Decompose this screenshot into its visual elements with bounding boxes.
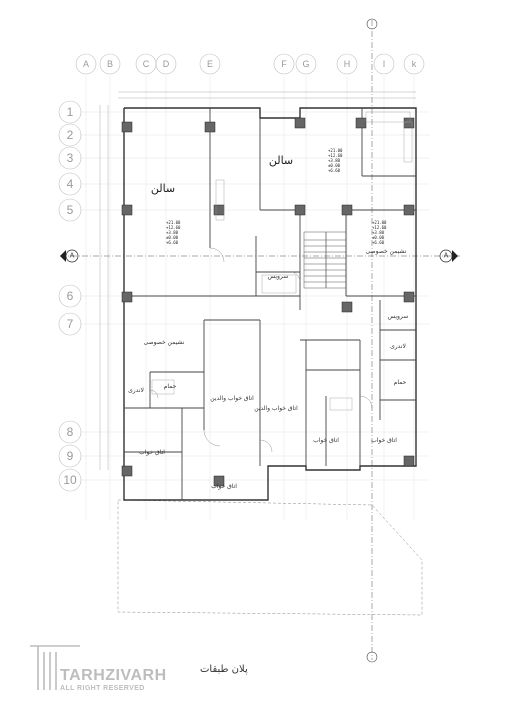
section-mark-bottom bbox=[366, 651, 378, 663]
drawing-title: پلان طبقات bbox=[200, 664, 248, 675]
level-rt-4: ±0.00 bbox=[328, 163, 341, 168]
level-r-3: +3.80 bbox=[372, 230, 385, 235]
room-label-bed-master-right: اتاق خواب والدین bbox=[254, 405, 298, 412]
grid-col-b: B bbox=[107, 59, 113, 69]
column-grid bbox=[75, 53, 425, 75]
level-left-1: +21.00 bbox=[166, 220, 181, 225]
room-label-hammam-left: حمام bbox=[164, 383, 177, 390]
grid-row-9: 9 bbox=[67, 449, 74, 463]
room-label-bed-right-1: اتاق خواب bbox=[313, 437, 339, 444]
room-label-bed-left-1: اتاق خواب bbox=[139, 449, 165, 456]
grid-col-h: H bbox=[344, 59, 351, 69]
grid-col-g: G bbox=[302, 59, 309, 69]
level-marker-left: +21.00 +12.60 +3.80 ±0.00 +6.60 bbox=[166, 220, 181, 245]
logo-mark-icon bbox=[30, 645, 80, 690]
level-marker-right: +21.00 +12.60 +3.80 ±0.00 +6.60 bbox=[372, 220, 387, 245]
grid-row-5: 5 bbox=[67, 203, 74, 217]
grid-col-c: C bbox=[143, 59, 150, 69]
fixtures bbox=[151, 111, 413, 411]
level-rt-5: +6.60 bbox=[328, 168, 341, 173]
room-label-salon-right: سالن bbox=[269, 154, 293, 167]
room-labels: سالن سالن نشیمن خصوصی نشیمن خصوصی سرویس … bbox=[128, 154, 408, 490]
room-label-bed-left-2: اتاق خواب bbox=[211, 483, 237, 490]
level-left-5: +6.60 bbox=[166, 240, 179, 245]
section-mark-left: A bbox=[60, 249, 79, 263]
column-grid-labels: A B C D E F G H I k bbox=[83, 59, 417, 69]
grid-col-f: F bbox=[281, 59, 287, 69]
staircase bbox=[303, 231, 347, 289]
grid-col-a: A bbox=[83, 59, 89, 69]
level-r-2: +12.60 bbox=[372, 225, 387, 230]
room-label-bed-master-left: اتاق خواب والدین bbox=[210, 395, 254, 402]
room-label-salon-left: سالن bbox=[151, 182, 175, 195]
level-left-2: +12.60 bbox=[166, 225, 181, 230]
room-label-laundry-right: لاندری bbox=[390, 343, 406, 350]
grid-col-d: D bbox=[163, 59, 170, 69]
level-rt-2: +12.60 bbox=[328, 153, 343, 158]
section-mark-top bbox=[366, 18, 378, 30]
room-label-service-right: سرویس bbox=[388, 313, 409, 320]
watermark-rights: ALL RIGHT RESERVED bbox=[60, 685, 145, 692]
door-swings bbox=[149, 247, 373, 453]
grid-col-e: E bbox=[207, 59, 213, 69]
dimension-lines bbox=[99, 91, 416, 470]
section-label-left: A bbox=[70, 253, 75, 260]
room-label-service-center: سرویس bbox=[268, 273, 289, 280]
grid-row-1: 1 bbox=[67, 105, 74, 119]
room-label-nishiman-right: نشیمن خصوصی bbox=[366, 248, 407, 255]
watermark-logo: TARHZIVARH ALL RIGHT RESERVED bbox=[30, 645, 167, 692]
level-rt-3: +3.80 bbox=[328, 158, 341, 163]
section-label-right: A bbox=[444, 253, 449, 260]
level-rt-1: +21.00 bbox=[328, 148, 343, 153]
room-label-bed-right-2: اتاق خواب bbox=[371, 437, 397, 444]
room-label-laundry-left: لاندری bbox=[128, 387, 144, 394]
grid-row-7: 7 bbox=[67, 317, 74, 331]
structural-columns bbox=[121, 117, 415, 487]
room-label-nishiman-left: نشیمن خصوصی bbox=[144, 339, 185, 346]
level-r-4: ±0.00 bbox=[372, 235, 385, 240]
level-marker-right-top: +21.00 +12.60 +3.80 ±0.00 +6.60 bbox=[328, 148, 343, 173]
level-left-3: +3.80 bbox=[166, 230, 179, 235]
level-r-1: +21.00 bbox=[372, 220, 387, 225]
level-r-5: +6.60 bbox=[372, 240, 385, 245]
grid-row-8: 8 bbox=[67, 425, 74, 439]
grid-row-3: 3 bbox=[67, 151, 74, 165]
level-left-4: ±0.00 bbox=[166, 235, 179, 240]
row-grid-labels: 1 2 3 4 5 6 7 8 9 10 bbox=[63, 105, 77, 487]
section-mark-right: A bbox=[439, 249, 458, 263]
grid-col-k: k bbox=[412, 59, 417, 69]
row-grid bbox=[58, 100, 82, 492]
grid-row-2: 2 bbox=[67, 128, 74, 142]
grid-row-10: 10 bbox=[63, 473, 77, 487]
grid-col-i: I bbox=[383, 59, 386, 69]
grid-row-6: 6 bbox=[67, 289, 74, 303]
watermark-brand: TARHZIVARH bbox=[60, 667, 167, 684]
room-label-hammam-right: حمام bbox=[394, 379, 407, 386]
grid-lines bbox=[80, 76, 430, 520]
site-boundary bbox=[117, 499, 423, 616]
grid-row-4: 4 bbox=[67, 177, 74, 191]
